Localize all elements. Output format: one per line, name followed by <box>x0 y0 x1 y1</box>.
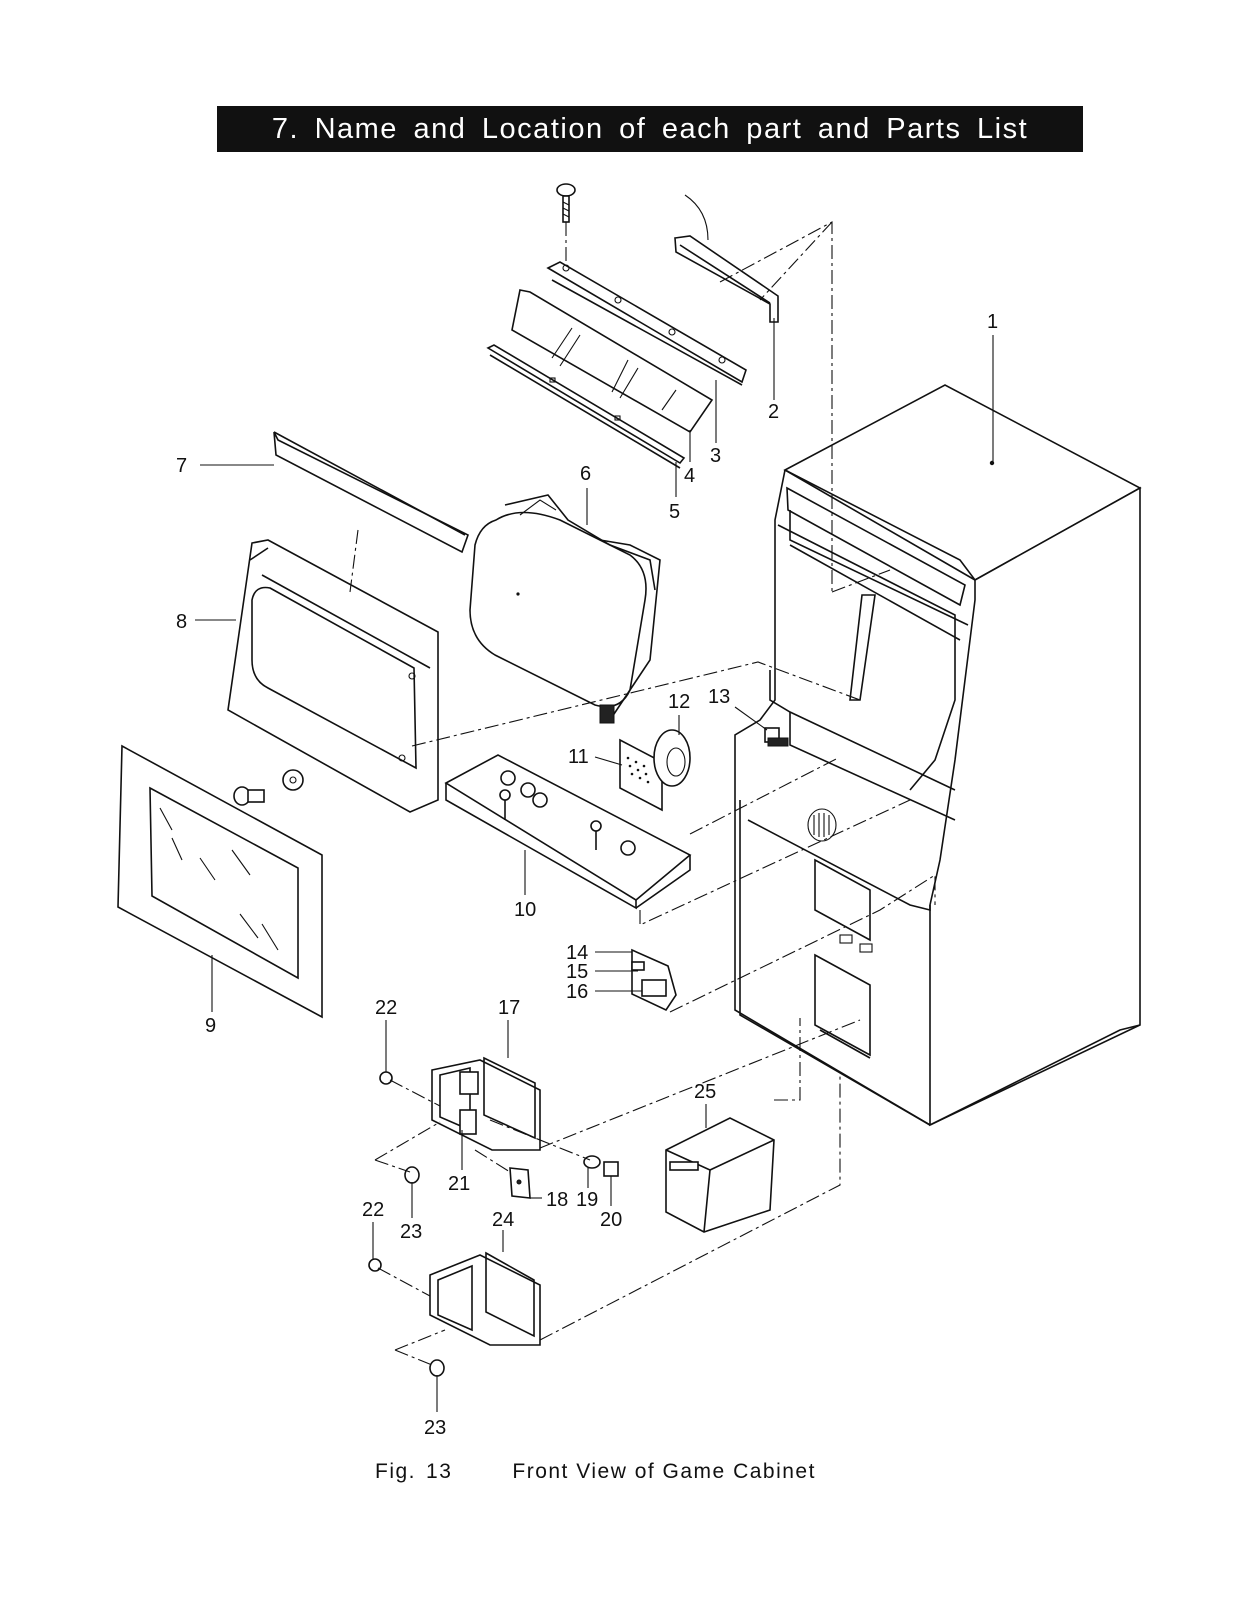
part-18-coin-plate <box>509 1167 531 1199</box>
figure-number: 13 <box>426 1460 453 1483</box>
label-22-lower: 22 <box>362 1199 384 1221</box>
part-8-monitor-bezel <box>227 539 439 813</box>
label-17: 17 <box>498 997 520 1019</box>
part-19-lock <box>583 1155 601 1169</box>
label-8: 8 <box>176 611 187 633</box>
label-15: 15 <box>566 961 588 983</box>
part-20-cap <box>603 1161 619 1177</box>
part-14-16-assembly <box>631 948 677 1012</box>
part-7-top-panel <box>273 431 469 554</box>
part-12-speaker <box>653 729 691 787</box>
part-10-control-panel <box>444 754 692 910</box>
figure-caption-text: Front View of Game Cabinet <box>512 1460 816 1483</box>
label-13: 13 <box>708 686 730 708</box>
leader-lines <box>349 221 936 1366</box>
label-2: 2 <box>768 401 779 423</box>
label-24: 24 <box>492 1209 514 1231</box>
part-4-marquee-glass <box>511 289 714 434</box>
label-9: 9 <box>205 1015 216 1037</box>
label-16: 16 <box>566 981 588 1003</box>
game-cabinet <box>734 384 1142 1127</box>
label-19: 19 <box>576 1189 598 1211</box>
section-title: 7. Name and Location of each part and Pa… <box>217 106 1083 152</box>
label-1: 1 <box>987 311 998 333</box>
label-25: 25 <box>694 1081 716 1103</box>
label-23-lower: 23 <box>424 1417 446 1439</box>
part-11-speaker-grill <box>619 738 663 812</box>
part-5-bracket <box>486 344 686 469</box>
part-23-knob-lower <box>429 1359 445 1377</box>
label-20: 20 <box>600 1209 622 1231</box>
label-11: 11 <box>568 746 589 768</box>
figure-caption: Fig. 13 Front View of Game Cabinet <box>375 1460 816 1484</box>
label-5: 5 <box>669 501 680 523</box>
screw <box>556 183 576 262</box>
part-24-service-door <box>429 1251 541 1346</box>
label-leaders <box>195 318 994 1412</box>
part-23-knob-upper <box>404 1166 420 1184</box>
part-22-screw-upper <box>379 1071 393 1085</box>
part-9-front-glass <box>117 744 323 1019</box>
part-3-bracket <box>546 261 747 386</box>
part-17-coin-door <box>431 1056 541 1151</box>
label-21: 21 <box>448 1173 470 1195</box>
part-13-switch <box>764 727 789 747</box>
label-4: 4 <box>684 465 695 487</box>
label-6: 6 <box>580 463 591 485</box>
part-number-labels: 1 2 3 4 5 6 7 8 9 10 11 12 13 14 15 16 1… <box>176 311 998 1439</box>
figure-number-group: Fig. 13 <box>375 1460 452 1484</box>
figure-label: Fig. <box>375 1460 417 1483</box>
label-22-upper: 22 <box>375 997 397 1019</box>
label-10: 10 <box>514 899 536 921</box>
label-7: 7 <box>176 455 187 477</box>
label-18: 18 <box>546 1189 568 1211</box>
part-6-monitor <box>469 494 661 724</box>
part-25-cash-box <box>665 1117 775 1233</box>
label-3: 3 <box>710 445 721 467</box>
label-23-upper: 23 <box>400 1221 422 1243</box>
label-14: 14 <box>566 942 588 964</box>
part-2-marquee-holder <box>674 194 779 323</box>
label-12: 12 <box>668 691 690 713</box>
